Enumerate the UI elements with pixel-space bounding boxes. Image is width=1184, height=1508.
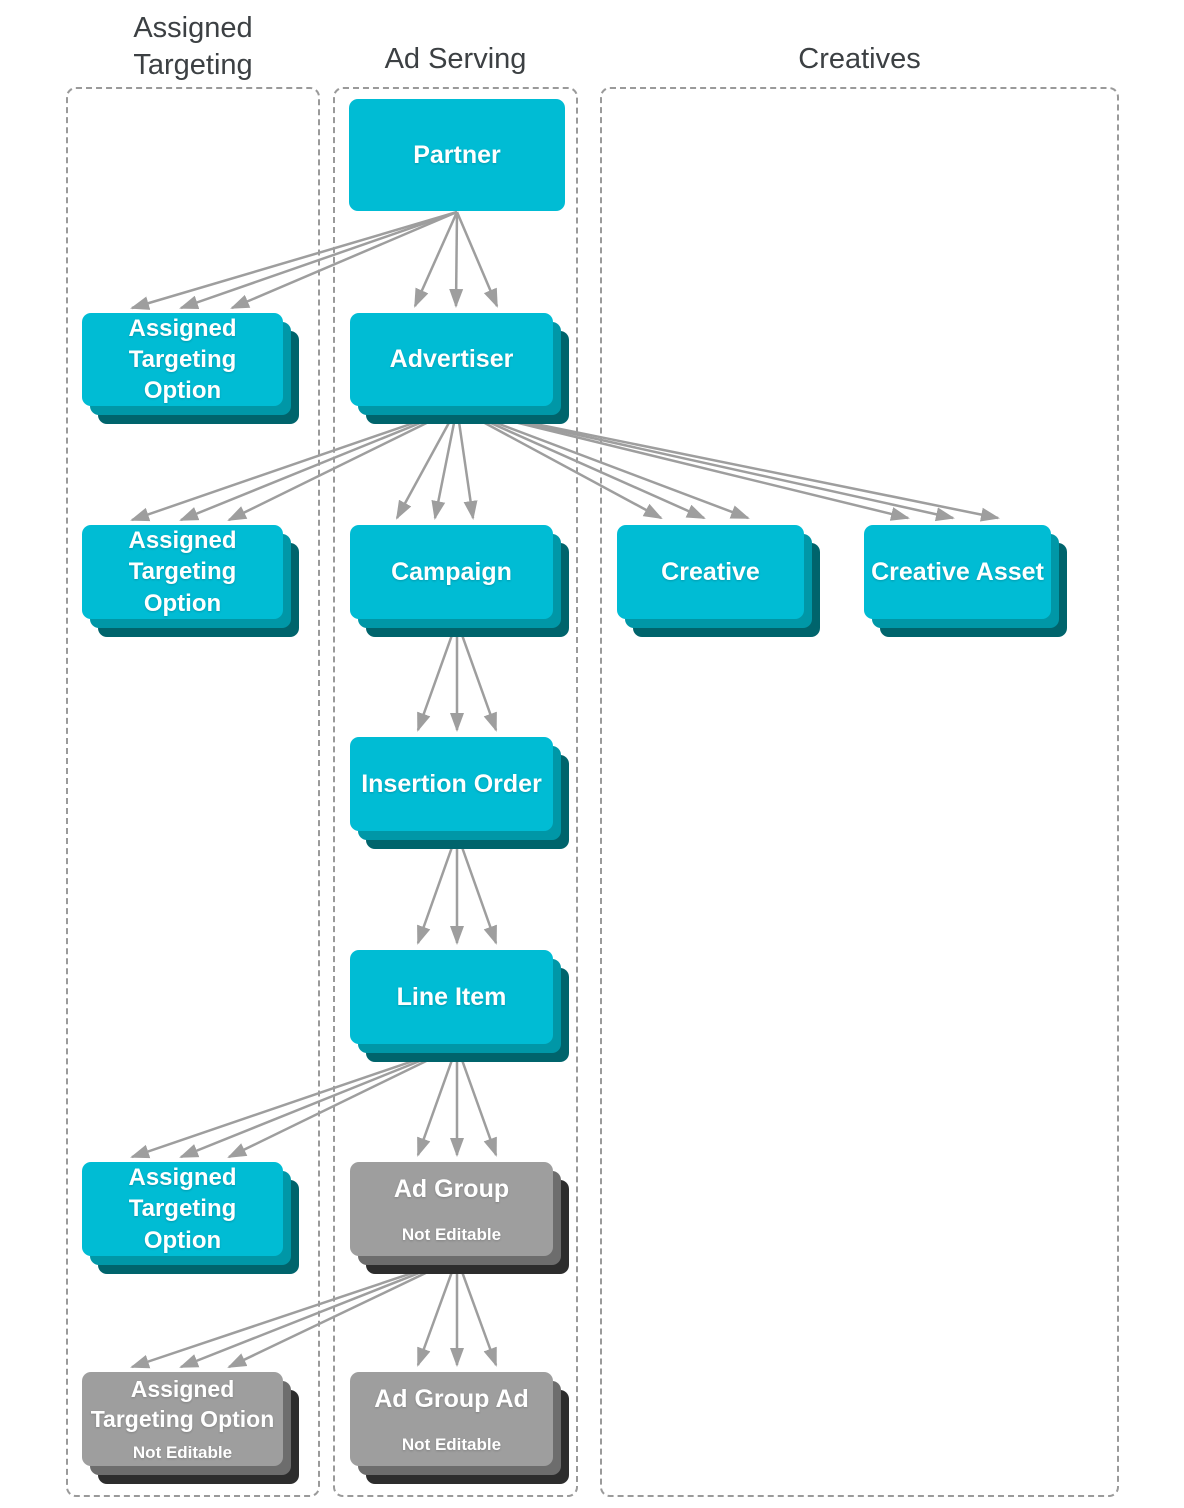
node-ad-group: Ad Group Not Editable bbox=[350, 1162, 553, 1256]
node-advertiser: Advertiser bbox=[350, 313, 553, 406]
column-assigned-targeting bbox=[66, 87, 320, 1497]
edge-partner-advertiser bbox=[413, 211, 499, 308]
node-insertion-order-label: Insertion Order bbox=[361, 769, 542, 798]
edge-ad-group-ad-group-ad bbox=[416, 1257, 498, 1367]
edge-advertiser-assigned-targeting-option-2 bbox=[130, 406, 458, 522]
node-assigned-targeting-option-2: Assigned Targeting Option bbox=[82, 525, 283, 619]
node-assigned-targeting-option-4-sublabel: Not Editable bbox=[132, 1443, 233, 1463]
node-advertiser-label: Advertiser bbox=[389, 345, 514, 374]
node-ad-group-label: Ad Group bbox=[393, 1174, 510, 1203]
node-line-item: Line Item bbox=[350, 950, 553, 1044]
column-title-creatives: Creatives bbox=[798, 43, 921, 75]
edge-partner-assigned-targeting-option-1 bbox=[130, 210, 458, 310]
node-assigned-targeting-option-4: Assigned Targeting Option Not Editable bbox=[82, 1372, 283, 1466]
edge-advertiser-creative bbox=[456, 406, 750, 520]
node-ad-group-ad-sublabel: Not Editable bbox=[401, 1435, 502, 1455]
node-assigned-targeting-option-1: Assigned Targeting Option bbox=[82, 313, 283, 406]
node-assigned-targeting-option-1-label: Assigned Targeting Option bbox=[128, 314, 237, 405]
node-partner: Partner bbox=[349, 99, 565, 211]
column-creatives bbox=[600, 87, 1119, 1497]
column-ad-serving bbox=[333, 87, 578, 1497]
edge-advertiser-creative-asset bbox=[456, 406, 1000, 522]
edge-line-item-ad-group bbox=[416, 1045, 498, 1157]
edge-ad-group-assigned-targeting-option-4 bbox=[130, 1256, 458, 1369]
node-ad-group-ad-label: Ad Group Ad bbox=[374, 1384, 529, 1413]
node-creative-asset-label: Creative Asset bbox=[871, 557, 1044, 586]
node-campaign-label: Campaign bbox=[391, 557, 512, 586]
node-partner-label: Partner bbox=[413, 140, 501, 169]
edge-campaign-insertion-order bbox=[416, 620, 498, 732]
edge-advertiser-campaign bbox=[395, 407, 478, 520]
edge-insertion-order-line-item bbox=[416, 832, 498, 945]
node-ad-group-sublabel: Not Editable bbox=[401, 1225, 502, 1245]
edge-line-item-assigned-targeting-option-3 bbox=[130, 1044, 458, 1159]
column-title-assigned-targeting: Assigned Targeting bbox=[133, 12, 253, 82]
node-ad-group-ad: Ad Group Ad Not Editable bbox=[350, 1372, 553, 1466]
node-assigned-targeting-option-2-label: Assigned Targeting Option bbox=[128, 527, 237, 617]
node-creative: Creative bbox=[617, 525, 804, 619]
node-assigned-targeting-option-4-label: Assigned Targeting Option bbox=[90, 1375, 275, 1432]
node-insertion-order: Insertion Order bbox=[350, 737, 553, 831]
node-assigned-targeting-option-3: Assigned Targeting Option bbox=[82, 1162, 283, 1256]
column-title-ad-serving: Ad Serving bbox=[384, 43, 527, 75]
node-creative-asset: Creative Asset bbox=[864, 525, 1051, 619]
node-campaign: Campaign bbox=[350, 525, 553, 619]
node-line-item-label: Line Item bbox=[396, 982, 507, 1011]
node-creative-label: Creative bbox=[661, 557, 760, 586]
node-assigned-targeting-option-3-label: Assigned Targeting Option bbox=[128, 1164, 237, 1254]
